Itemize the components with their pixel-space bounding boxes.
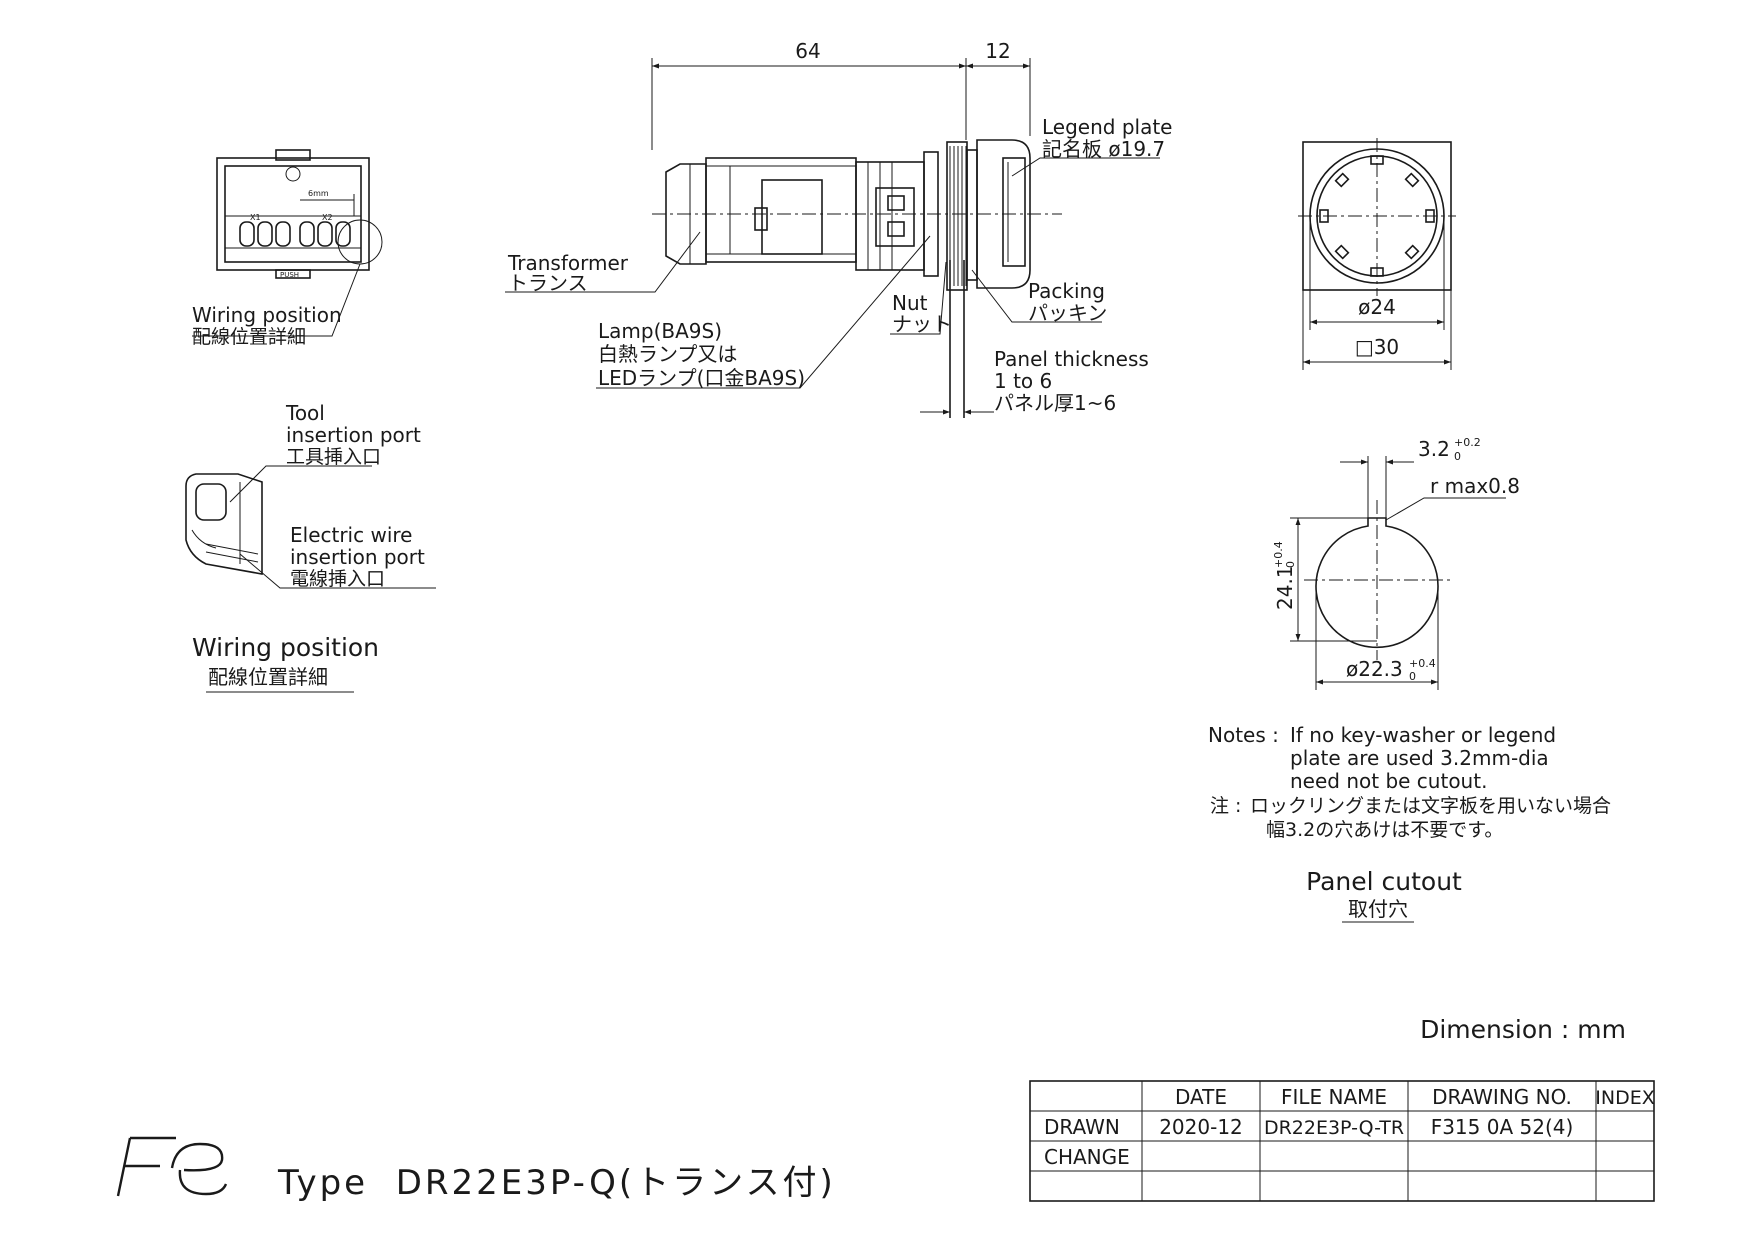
wire-port-label-2: insertion port xyxy=(290,545,425,569)
dim-cutout-height-tol-lower: 0 xyxy=(1284,561,1297,568)
wiring-ref-label-jp: 配線位置詳細 xyxy=(192,326,306,348)
notes-prefix: Notes : xyxy=(1208,723,1279,747)
panel-thickness-label-2: 1 to 6 xyxy=(994,369,1052,393)
tb-header-drawing-no: DRAWING NO. xyxy=(1432,1085,1572,1109)
dim-key-radius: r max0.8 xyxy=(1430,474,1520,498)
tb-header-index: INDEX xyxy=(1595,1087,1654,1109)
panel-cutout-view xyxy=(1290,456,1506,690)
terminal-push-label: PUSH xyxy=(280,271,299,279)
panel-cutout-title: Panel cutout xyxy=(1306,867,1462,896)
type-label: Type DR22E3P-Q(トランス付) xyxy=(277,1163,836,1203)
nut-label: Nut xyxy=(892,291,928,315)
notes-jp-prefix: 注 : xyxy=(1210,795,1241,817)
title-block-text: DATE FILE NAME DRAWING NO. INDEX DRAWN 2… xyxy=(1044,1085,1655,1169)
panel-cutout-title-jp: 取付穴 xyxy=(1348,897,1408,921)
fe-logo-icon xyxy=(116,1136,228,1197)
front-view xyxy=(1298,138,1456,370)
packing-label: Packing xyxy=(1028,279,1105,303)
dimension-unit: Dimension : mm xyxy=(1420,1015,1626,1044)
wire-port-label-jp: 電線挿入口 xyxy=(290,568,385,590)
tb-row-drawn-label: DRAWN xyxy=(1044,1115,1120,1139)
dim-length: 64 xyxy=(795,39,820,63)
lamp-label-1: Lamp(BA9S) xyxy=(598,319,722,343)
tb-row-drawn-drawing-no: F315 0A 52(4) xyxy=(1431,1115,1574,1139)
tb-row-drawn-file: DR22E3P-Q-TR xyxy=(1264,1117,1404,1139)
tb-row-change-label: CHANGE xyxy=(1044,1145,1130,1169)
terminal-x2-label: X2 xyxy=(322,213,333,222)
wiring-position-title: Wiring position xyxy=(192,633,379,662)
notes-line-2: plate are used 3.2mm-dia xyxy=(1290,746,1549,770)
packing-label-jp: パッキン xyxy=(1028,301,1107,325)
dim-head: 12 xyxy=(985,39,1010,63)
dim-cutout-diameter: ø22.3 xyxy=(1346,657,1403,681)
side-view xyxy=(651,58,1062,418)
transformer-label-jp: トランス xyxy=(508,271,588,295)
tb-header-file-name: FILE NAME xyxy=(1281,1085,1387,1109)
nut-label-jp: ナット xyxy=(892,312,952,336)
tool-port-label-1: Tool xyxy=(285,401,325,425)
dim-key-width-tol-lower: 0 xyxy=(1454,450,1461,463)
wiring-detail xyxy=(185,465,436,589)
title-block xyxy=(1029,1080,1655,1202)
dim-cutout-height-tol-upper: +0.4 xyxy=(1272,541,1285,568)
legend-plate-label-jp: 記名板 ø19.7 xyxy=(1042,137,1165,161)
transformer-label: Transformer xyxy=(507,251,629,275)
notes-jp-line-1: ロックリングまたは文字板を用いない場合 xyxy=(1250,795,1611,817)
notes-line-3: need not be cutout. xyxy=(1290,769,1487,793)
lamp-label-3: LEDランプ(口金BA9S) xyxy=(598,366,805,390)
dim-cutout-dia-tol-upper: +0.4 xyxy=(1409,657,1436,670)
tb-row-drawn-date: 2020-12 xyxy=(1159,1115,1243,1139)
notes-jp-line-2: 幅3.2の穴あけは不要です。 xyxy=(1266,819,1503,841)
legend-plate-label: Legend plate xyxy=(1042,115,1172,139)
dim-square: □30 xyxy=(1355,335,1399,359)
dim-body-diameter: ø24 xyxy=(1358,295,1396,319)
side-view-leaders xyxy=(505,157,1160,389)
wiring-ref-label: Wiring position xyxy=(192,303,342,327)
dim-cutout-height: 24.1 xyxy=(1273,565,1297,610)
dim-key-width: 3.2 xyxy=(1418,437,1450,461)
wire-port-label-1: Electric wire xyxy=(290,523,412,547)
panel-thickness-label-jp: パネル厚1~6 xyxy=(994,391,1116,415)
notes-line-1: If no key-washer or legend xyxy=(1290,723,1556,747)
dim-key-width-tol-upper: +0.2 xyxy=(1454,436,1481,449)
panel-thickness-label-1: Panel thickness xyxy=(994,347,1149,371)
dim-cutout-dia-tol-lower: 0 xyxy=(1409,670,1416,683)
lamp-label-2: 白熱ランプ又は xyxy=(598,342,737,366)
tool-port-label-jp: 工具挿入口 xyxy=(286,446,381,468)
terminal-6mm-label: 6mm xyxy=(308,189,329,198)
terminal-x1-label: X1 xyxy=(250,213,261,222)
tb-header-date: DATE xyxy=(1175,1085,1227,1109)
terminal-view xyxy=(192,149,383,337)
tool-port-label-2: insertion port xyxy=(286,423,421,447)
wiring-position-title-jp: 配線位置詳細 xyxy=(208,665,328,689)
